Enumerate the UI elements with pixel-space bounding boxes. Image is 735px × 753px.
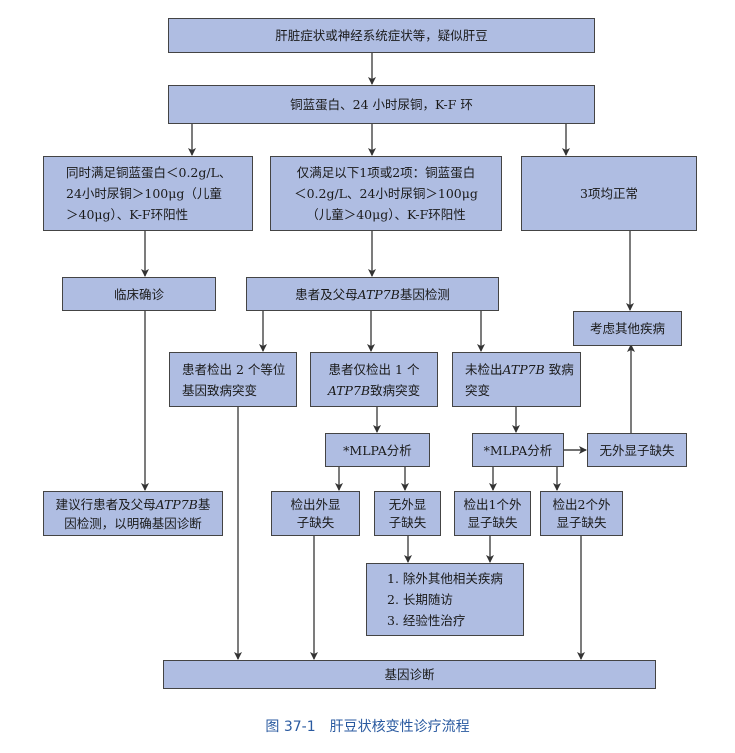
node-mlpa-2: *MLPA分析 [472, 433, 564, 467]
node-recommend: 建议行患者及父母ATP7B基因检测，以明确基因诊断 [43, 491, 223, 536]
node-mlpa-2-label: *MLPA分析 [483, 442, 553, 458]
node-gene-test: 患者及父母ATP7B基因检测 [246, 277, 499, 311]
action-item: 1. 除外其他相关疾病 [387, 571, 503, 586]
node-two-alleles-label: 患者检出 2 个等位 基因致病突变 [182, 361, 286, 398]
node-partial-criteria-label: 仅满足以下1项或2项：铜蓝蛋白 ＜0.2g/L、24小时尿铜＞100μg （儿童… [294, 165, 478, 222]
node-no-exon-deletion-right: 无外显子缺失 [587, 433, 687, 467]
node-all-criteria: 同时满足铜蓝蛋白＜0.2g/L、 24小时尿铜＞100μg（儿童 ＞40μg）、… [43, 156, 253, 231]
node-no-mutation: 未检出ATP7B 致病突变 [452, 352, 581, 407]
node-partial-criteria: 仅满足以下1项或2项：铜蓝蛋白 ＜0.2g/L、24小时尿铜＞100μg （儿童… [270, 156, 502, 231]
node-two-exon-deletion-label: 检出2个外 显子缺失 [552, 496, 611, 530]
node-one-exon-deletion: 检出1个外 显子缺失 [454, 491, 531, 536]
node-all-normal-label: 3项均正常 [580, 186, 638, 201]
node-recommend-label: 建议行患者及父母ATP7B基因检测，以明确基因诊断 [55, 496, 211, 531]
figure-caption: 图 37-1 肝豆状核变性诊疗流程 [265, 719, 470, 735]
node-exon-deletion-found: 检出外显 子缺失 [271, 491, 360, 536]
node-no-exon-deletion-label: 无外显 子缺失 [388, 496, 427, 530]
node-gene-diagnosis: 基因诊断 [163, 660, 656, 689]
node-mlpa-1: *MLPA分析 [325, 433, 430, 467]
node-one-exon-deletion-label: 检出1个外 显子缺失 [463, 496, 522, 530]
node-mlpa-1-label: *MLPA分析 [343, 442, 412, 458]
node-gene-test-label: 患者及父母ATP7B基因检测 [295, 286, 450, 302]
node-all-criteria-label: 同时满足铜蓝蛋白＜0.2g/L、 24小时尿铜＞100μg（儿童 ＞40μg）、… [66, 165, 232, 222]
action-item: 2. 长期随访 [387, 592, 453, 607]
node-no-mutation-label: 未检出ATP7B 致病突变 [465, 361, 574, 398]
node-all-normal: 3项均正常 [521, 156, 697, 231]
node-tests-label: 铜蓝蛋白、24 小时尿铜，K-F 环 [290, 97, 473, 112]
node-two-exon-deletion: 检出2个外 显子缺失 [540, 491, 623, 536]
node-suspect-label: 肝脏症状或神经系统症状等，疑似肝豆 [275, 28, 488, 43]
node-consider-other: 考虑其他疾病 [573, 311, 682, 346]
node-suspect: 肝脏症状或神经系统症状等，疑似肝豆 [168, 18, 595, 53]
action-item: 3. 经验性治疗 [387, 613, 466, 628]
node-exon-deletion-found-label: 检出外显 子缺失 [290, 496, 341, 530]
node-two-alleles: 患者检出 2 个等位 基因致病突变 [169, 352, 297, 407]
node-tests: 铜蓝蛋白、24 小时尿铜，K-F 环 [168, 85, 595, 124]
node-no-exon-deletion-right-label: 无外显子缺失 [599, 442, 675, 458]
node-consider-other-label: 考虑其他疾病 [589, 321, 665, 336]
node-gene-diagnosis-label: 基因诊断 [384, 667, 435, 682]
node-clinical-diagnosis-label: 临床确诊 [113, 286, 164, 302]
node-clinical-diagnosis: 临床确诊 [62, 277, 216, 311]
node-actions: 1. 除外其他相关疾病 2. 长期随访 3. 经验性治疗 [366, 563, 524, 636]
node-no-exon-deletion: 无外显 子缺失 [374, 491, 441, 536]
